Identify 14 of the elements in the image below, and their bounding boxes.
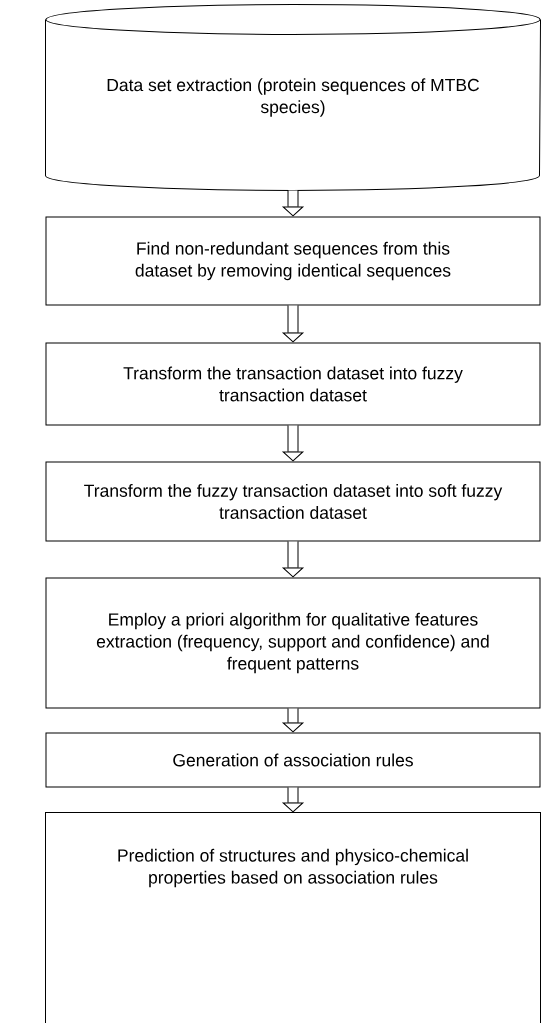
hollow-arrow	[282, 787, 304, 813]
hollow-arrow	[282, 425, 304, 462]
hollow-arrow	[282, 708, 304, 733]
database-cylinder: Data set extraction (protein sequences of MTBC species)	[45, 4, 541, 191]
process-box: Transform the fuzzy transaction dataset into soft fuzzy transaction dataset	[45, 461, 541, 542]
process-box: Prediction of structures and physico-chemical properties based on association rules	[45, 812, 541, 1023]
process-box: Transform the transaction dataset into fuzzy transaction dataset	[45, 342, 541, 426]
process-box: Generation of association rules	[45, 732, 541, 788]
hollow-arrow	[282, 190, 304, 217]
node-label: Data set extraction (protein sequences of MTBC species)	[107, 78, 480, 117]
hollow-arrow	[282, 305, 304, 343]
hollow-arrow	[282, 541, 304, 578]
process-box: Employ a priori algorithm for qualitative features extraction (frequency, support and confidence) and frequent patterns	[45, 577, 541, 709]
process-box: Find non-redundant sequences from this dataset by removing identical sequences	[45, 216, 541, 306]
